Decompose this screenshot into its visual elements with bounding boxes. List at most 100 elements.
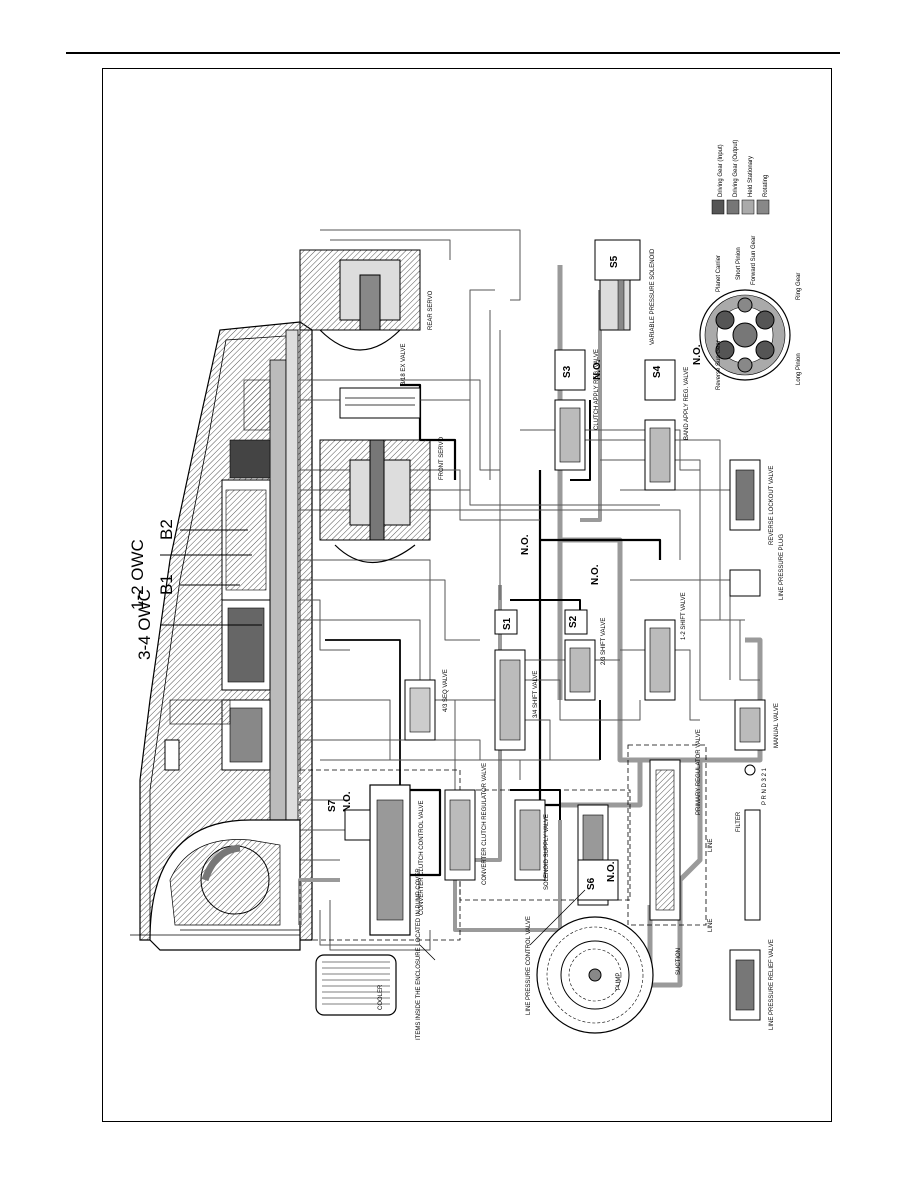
- pump-cover-note: ITEMS INSIDE THE ENCLOSURE LOCATED IN PU…: [416, 868, 422, 1040]
- svg-text:N.O.: N.O.: [520, 534, 531, 555]
- label-rear-band-ex-valve: 3/18 EX VALVE: [401, 344, 407, 385]
- gear-legend: Driving Gear (Input) Driving Gear (Outpu…: [711, 140, 770, 215]
- svg-text:Short Pinion: Short Pinion: [736, 247, 742, 280]
- rear-band-ex-valve-body: [339, 387, 421, 419]
- label-suction: SUCTION: [676, 948, 682, 975]
- svg-text:S4: S4: [652, 365, 663, 378]
- converter-clutch-control-valve: [369, 784, 411, 936]
- svg-text:SUCTION: SUCTION: [676, 948, 682, 975]
- svg-text:Driving Gear (Input): Driving Gear (Input): [718, 144, 724, 197]
- solenoid-s6: S6: [586, 877, 597, 890]
- svg-text:N.O.: N.O.: [590, 564, 601, 585]
- svg-text:P R N D 3 2 1: P R N D 3 2 1: [762, 767, 768, 805]
- label-rear-servo: REAR SERVO: [428, 290, 434, 330]
- label-shift-valve-34: 3/4 SHIFT VALVE: [533, 671, 539, 718]
- s1-normally-open: N.O.: [520, 534, 531, 555]
- callout-12-owc: 1-2 OWC: [128, 539, 147, 610]
- svg-text:Rotating: Rotating: [763, 175, 769, 197]
- svg-text:B2: B2: [157, 519, 176, 540]
- label-shift-valve-12: 1-2 SHIFT VALVE: [681, 592, 687, 640]
- label-filter: FILTER: [736, 811, 742, 832]
- s7-body: [344, 809, 371, 841]
- svg-text:BAND APPLY REG. VALVE: BAND APPLY REG. VALVE: [684, 367, 690, 440]
- svg-text:1-2 OWC: 1-2 OWC: [128, 539, 147, 610]
- svg-text:B1: B1: [157, 574, 176, 595]
- label-seq-valve-43: 4/3 SEQ VALVE: [443, 669, 449, 712]
- s7-normally-open: N.O.: [342, 791, 353, 812]
- legend-label-rotating: Rotating: [763, 175, 769, 197]
- line-pressure-control-valve: [577, 804, 619, 906]
- svg-text:S6: S6: [586, 877, 597, 890]
- svg-text:FILTER: FILTER: [736, 811, 742, 832]
- gear-label-forward-sun-gear: Forward Sun Gear: [751, 236, 757, 285]
- svg-text:2/3 SHIFT VALVE: 2/3 SHIFT VALVE: [601, 618, 607, 665]
- svg-text:Reverse Sun Gear: Reverse Sun Gear: [716, 340, 722, 390]
- pump: [536, 916, 654, 1034]
- label-clutch-apply-reg-valve: CLUTCH APPLY REG. VALVE: [594, 349, 600, 430]
- line-pressure-plug-body: [729, 569, 761, 597]
- label-line-pressure-relief-valve: LINE PRESSURE RELIEF VALVE: [769, 939, 775, 1030]
- gear-label-reverse-sun-gear: Reverse Sun Gear: [716, 340, 722, 390]
- label-front-servo: FRONT SERVO: [439, 437, 445, 480]
- primary-regulator-valve: [649, 759, 681, 921]
- transmission-case: [130, 321, 313, 951]
- solenoid-s4: S4: [652, 365, 663, 378]
- s2-normally-open: N.O.: [590, 564, 601, 585]
- shift-valve-34: [494, 609, 526, 751]
- svg-text:N.O.: N.O.: [692, 344, 703, 365]
- header-rule: [66, 52, 840, 54]
- svg-text:1-2 SHIFT VALVE: 1-2 SHIFT VALVE: [681, 592, 687, 640]
- svg-text:3/4 SHIFT VALVE: 3/4 SHIFT VALVE: [533, 671, 539, 718]
- svg-text:N.O.: N.O.: [592, 359, 603, 380]
- label-line-pressure-control-valve: LINE PRESSURE CONTROL VALVE: [526, 916, 532, 1015]
- legend-label-driving-input: Driving Gear (Input): [718, 144, 724, 197]
- gear-label-planet-carrier: Planet Carrier: [716, 255, 722, 292]
- converter-clutch-regulator-valve: [444, 789, 476, 881]
- gear-label-long-pinion: Long Pinion: [796, 353, 802, 385]
- svg-text:Planet Carrier: Planet Carrier: [716, 255, 722, 292]
- band-apply-reg-valve: [644, 359, 676, 491]
- svg-text:REAR SERVO: REAR SERVO: [428, 290, 434, 330]
- svg-text:ITEMS INSIDE THE ENCLOSURE LOC: ITEMS INSIDE THE ENCLOSURE LOCATED IN PU…: [416, 868, 422, 1040]
- svg-text:Long Pinion: Long Pinion: [796, 353, 802, 385]
- svg-text:N.O.: N.O.: [606, 861, 617, 882]
- svg-text:Driving Gear (Output): Driving Gear (Output): [733, 140, 739, 197]
- svg-text:COOLER: COOLER: [378, 984, 384, 1010]
- solenoid-s2: S2: [568, 615, 579, 628]
- label-converter-clutch-control-valve: CONVERTER CLUTCH CONTROL VALVE: [419, 801, 425, 915]
- s6-normally-open: N.O.: [606, 861, 617, 882]
- svg-text:Held Stationary: Held Stationary: [748, 156, 754, 197]
- svg-text:VARIABLE PRESSURE SOLENOID: VARIABLE PRESSURE SOLENOID: [650, 248, 656, 345]
- svg-text:CONVERTER CLUTCH REGULATOR VAL: CONVERTER CLUTCH REGULATOR VALVE: [482, 763, 488, 885]
- callout-34-owc: 3-4 OWC: [135, 589, 154, 660]
- label-converter-clutch-regulator-valve: CONVERTER CLUTCH REGULATOR VALVE: [482, 763, 488, 885]
- figure-frame: [102, 68, 832, 1122]
- manual-valve: [734, 699, 766, 776]
- label-line: LINE: [708, 839, 714, 852]
- svg-text:S2: S2: [568, 615, 579, 628]
- svg-text:LINE: LINE: [708, 919, 714, 932]
- svg-text:Forward Sun Gear: Forward Sun Gear: [751, 236, 757, 285]
- label-shift-valve-23: 2/3 SHIFT VALVE: [601, 618, 607, 665]
- shift-valve-12: [644, 619, 676, 701]
- variable-pressure-solenoid: [594, 239, 641, 331]
- label-manual-valve: MANUAL VALVE: [774, 703, 780, 748]
- svg-text:LINE: LINE: [708, 839, 714, 852]
- callout-b1: B1: [157, 574, 176, 595]
- svg-text:REVERSE LOCKOUT VALVE: REVERSE LOCKOUT VALVE: [769, 466, 775, 545]
- front-servo: [319, 439, 431, 564]
- label-line-lower: LINE: [708, 919, 714, 932]
- svg-text:S7: S7: [327, 799, 338, 812]
- s4-normally-open: N.O.: [692, 344, 703, 365]
- svg-text:SOLENOID SUPPLY VALVE: SOLENOID SUPPLY VALVE: [544, 814, 550, 890]
- callout-b2: B2: [157, 519, 176, 540]
- solenoid-s5: S5: [609, 255, 620, 268]
- label-solenoid-supply-valve: SOLENOID SUPPLY VALVE: [544, 814, 550, 890]
- legend-swatch-driving-output: [726, 199, 740, 215]
- svg-text:Ring Gear: Ring Gear: [796, 273, 802, 300]
- svg-text:PRIMARY REGULATOR VALVE: PRIMARY REGULATOR VALVE: [696, 729, 702, 815]
- svg-text:S3: S3: [562, 365, 573, 378]
- legend-swatch-rotating: [756, 199, 770, 215]
- cooler: [315, 954, 397, 1016]
